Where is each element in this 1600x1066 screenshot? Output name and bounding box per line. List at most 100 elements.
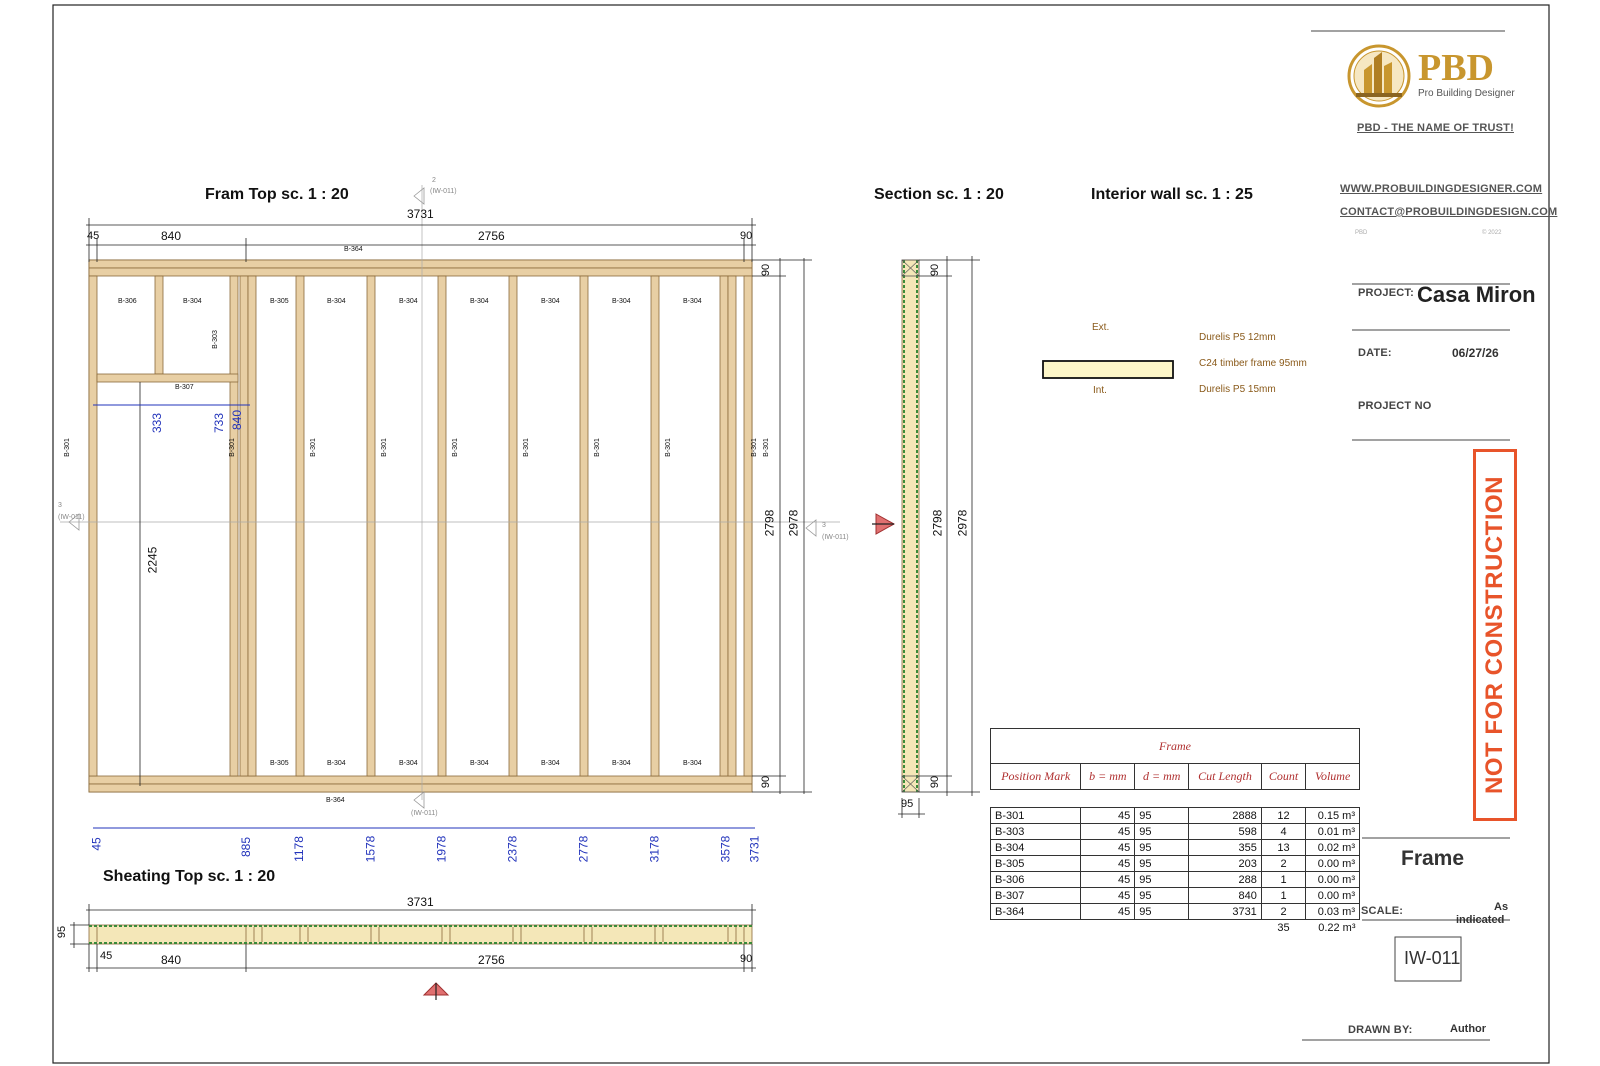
stud [579,275,589,777]
view-title-frame-top: Fram Top sc. 1 : 20 [205,186,349,203]
schedule-header: b = mm [1080,763,1136,790]
label-stud: B-301 [380,438,388,457]
dim-840: 840 [230,409,245,431]
label-stud: B-301 [750,438,758,457]
schedule-cell: 0.00 m³ [1305,871,1360,888]
email-link[interactable]: CONTACT@PROBUILDINGDESIGN.COM [1340,206,1558,218]
schedule-header: Volume [1305,763,1360,790]
frame-elevation [60,185,840,800]
schedule-cell: B-301 [989,807,1082,824]
schedule-cell: 355 [1188,839,1262,856]
sheet-number-box [1394,936,1462,982]
section-dim-95: 95 [901,798,914,810]
label-bottom-block: B-304 [399,760,418,767]
section-dim-2798: 2798 [930,509,945,537]
mark-3178: 3178 [647,835,662,863]
stud [88,275,98,777]
schedule-total-empty [991,920,1081,936]
sheath-dim-840: 840 [161,953,182,967]
legend-ext: Ext. [1092,322,1110,333]
schedule-cell: 45 [1080,855,1136,872]
website-link[interactable]: WWW.PROBUILDINGDESIGNER.COM [1340,183,1543,195]
mark-3731: 3731 [747,835,762,863]
scale-value-2: indicated [1456,914,1505,926]
not-for-construction-text: NOT FOR CONSTRUCTION [1481,476,1508,794]
schedule-cell: B-305 [989,855,1082,872]
sheath-dim-45: 45 [100,950,113,962]
label-top-block: B-304 [470,298,489,305]
schedule-cell: 95 [1134,807,1190,824]
label-top-block: B-304 [327,298,346,305]
label-bottom-block: B-304 [470,760,489,767]
schedule-total-empty [1189,920,1262,936]
section-bottom-plate [901,775,920,793]
title-block-rules [1302,30,1510,1041]
drawn-by-value: Author [1450,1023,1487,1035]
small-left: PBD [1355,230,1368,236]
scale-value-1: As [1494,901,1509,913]
label-top-block: B-305 [270,298,289,305]
label-top-plate: B-364 [344,246,363,253]
stud [743,275,753,777]
label-bottom-block: B-304 [612,760,631,767]
mark-2378: 2378 [505,835,520,863]
schedule-cell: 95 [1134,839,1190,856]
top-plate-1 [88,259,753,269]
project-value: Casa Miron [1417,282,1536,307]
cripple-stud [154,275,164,375]
section-marker-arrow [872,513,896,535]
dim-right-2978: 2978 [786,509,801,537]
schedule-cell: 1 [1260,887,1307,904]
dim-333: 333 [150,412,165,434]
label-bottom-plate: B-364 [326,797,345,804]
mark-3578: 3578 [718,835,733,863]
frame-dimensions [86,218,812,794]
schedule-total-count: 35 [1277,921,1290,934]
sheath-dim-overall: 3731 [407,895,434,909]
dim-seg-90: 90 [740,230,753,242]
schedule-cell: 45 [1080,839,1136,856]
schedule-cell: 0.00 m³ [1305,887,1360,904]
schedule-cell: 288 [1188,871,1262,888]
ref-left-sheet: (IW-011) [58,514,85,521]
scale-label: SCALE: [1361,905,1404,917]
label-bottom-block: B-304 [683,760,702,767]
stud [229,275,239,777]
schedule-cell: 95 [1134,855,1190,872]
date-value: 06/27/26 [1452,346,1499,360]
dim-2245: 2245 [145,546,160,574]
wall-section [901,259,920,793]
top-plate-2 [88,267,753,277]
schedule-cell: 13 [1260,839,1307,856]
view-title-section: Section sc. 1 : 20 [874,186,1004,203]
frame-dim-blue [93,404,755,829]
stud [437,275,447,777]
label-stud: B-301 [309,438,317,457]
label-top-block: B-304 [399,298,418,305]
stud [247,275,257,777]
sheathing-marker-arrow [422,982,450,1000]
section-dim-90-bottom: 90 [929,775,942,789]
stud [508,275,518,777]
label-bottom-block: B-305 [270,760,289,767]
schedule-cell: 0.00 m³ [1305,855,1360,872]
schedule-cell: 45 [1080,823,1136,840]
stud [727,275,737,777]
tagline: PBD - THE NAME OF TRUST! [1357,122,1514,134]
ref-right-sheet: (IW-011) [822,534,849,541]
label-stud: B-301 [664,438,672,457]
schedule-cell: 95 [1134,903,1190,920]
ref-left-num: 3 [58,502,62,509]
bottom-plate-1 [88,775,753,785]
schedule-cell: 840 [1188,887,1262,904]
schedule-total-volume: 0.22 m³ [1318,921,1356,934]
schedule-cell: 2 [1260,903,1307,920]
label-header: B-307 [175,384,194,391]
sheathing-dimensions [70,904,756,972]
section-dimensions [898,256,980,818]
